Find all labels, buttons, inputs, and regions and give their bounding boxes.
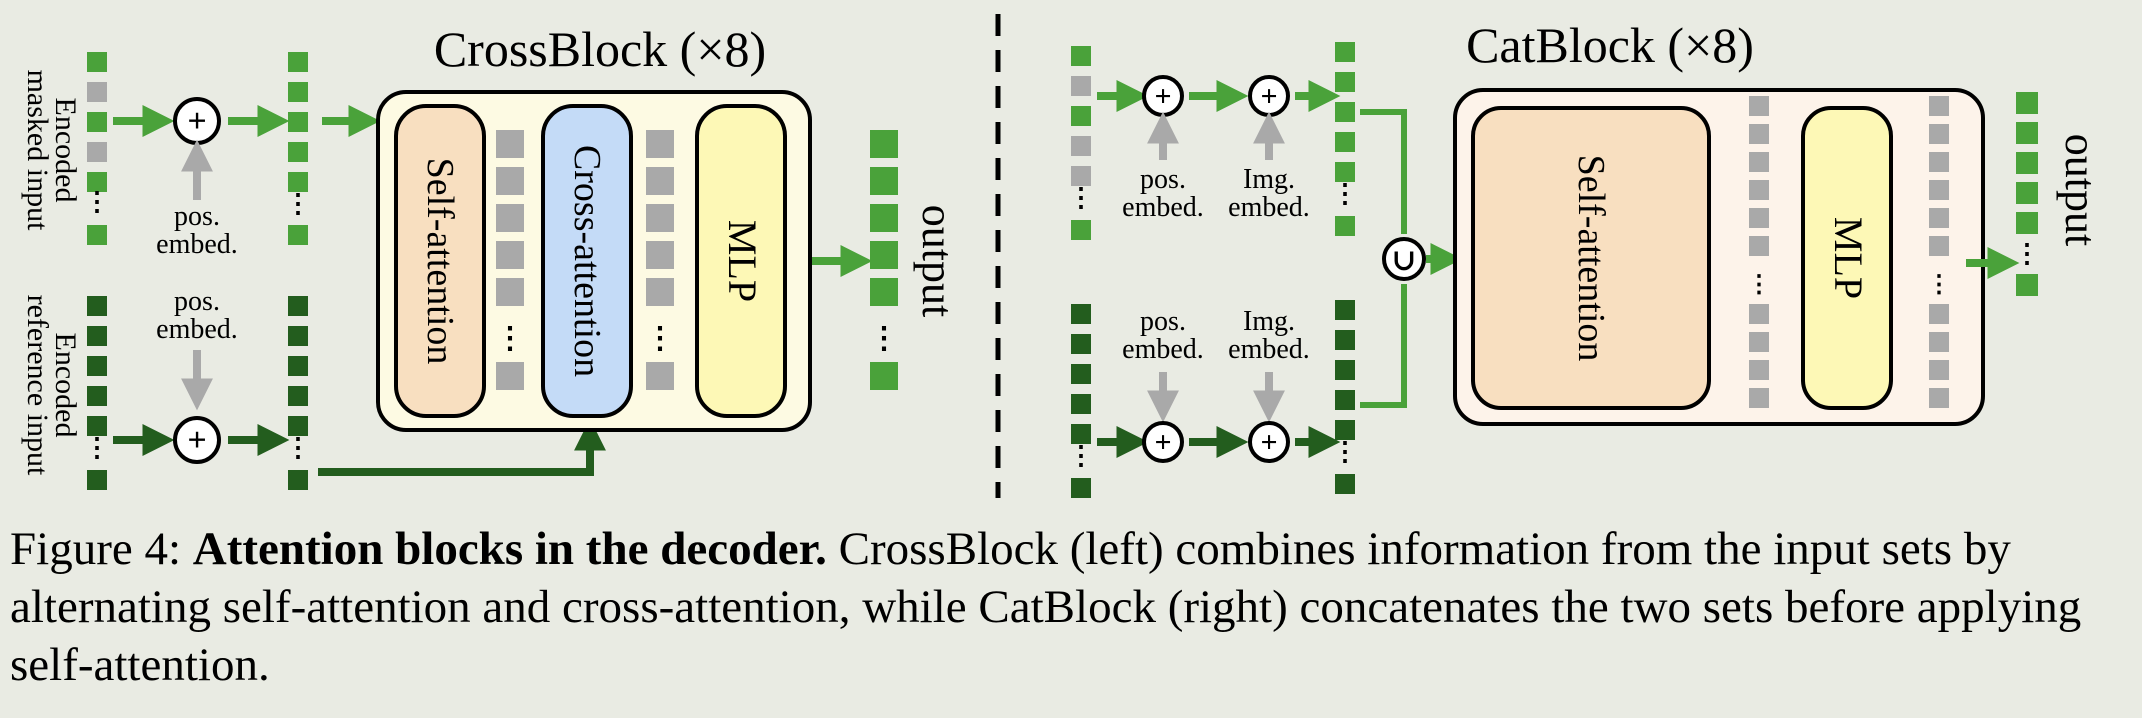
svg-text:pos.: pos. xyxy=(174,286,220,317)
union-operator: ∪ xyxy=(1382,237,1426,281)
reference-input-tokens: ⋮ xyxy=(84,296,110,490)
cat-pos-embed-top-label: pos. embed. xyxy=(1122,164,1204,223)
cat-block-output-tokens: ⋮ xyxy=(2014,92,2040,296)
svg-text:⋮: ⋮ xyxy=(2014,239,2040,268)
cat-masked-embedded-tokens: ⋮ xyxy=(1332,42,1358,236)
cat-add-pos-embed-bottom-operator: + xyxy=(1142,421,1184,463)
reference-input-label: Encoded reference input xyxy=(21,295,82,476)
svg-text:⋮: ⋮ xyxy=(869,322,899,355)
svg-text:+: + xyxy=(187,103,206,140)
svg-text:embed.: embed. xyxy=(1228,192,1310,223)
add-pos-embed-top-operator: + xyxy=(173,97,221,145)
cross-block-output-label: output xyxy=(913,205,962,317)
svg-text:pos.: pos. xyxy=(174,201,220,232)
svg-text:masked input: masked input xyxy=(21,70,54,231)
figure-label: Figure 4: xyxy=(10,523,193,575)
figure-caption-text: CrossBlock (left) combines information f… xyxy=(10,523,2082,691)
svg-text:Encoded: Encoded xyxy=(49,333,82,438)
pos-embed-top-label: pos. embed. xyxy=(156,201,238,260)
cross-attention-block: Cross-attention xyxy=(541,104,633,418)
intermediate-tokens-1: ⋮ xyxy=(495,130,525,390)
svg-text:reference input: reference input xyxy=(21,295,54,476)
figure-caption-title: Attention blocks in the decoder. xyxy=(192,523,827,575)
svg-text:Img.: Img. xyxy=(1243,164,1295,195)
svg-text:⋮: ⋮ xyxy=(1332,179,1358,208)
cat-add-pos-embed-top-operator: + xyxy=(1142,75,1184,117)
svg-text:⋮: ⋮ xyxy=(1332,437,1358,466)
cat-add-img-embed-bottom-operator: + xyxy=(1248,421,1290,463)
decoder-attention-diagram: CrossBlock (×8) Encoded masked input Enc… xyxy=(21,14,2105,498)
svg-text:⋮: ⋮ xyxy=(1747,272,1771,298)
svg-text:⋮: ⋮ xyxy=(285,189,311,218)
svg-text:Img.: Img. xyxy=(1243,306,1295,337)
svg-text:pos.: pos. xyxy=(1140,306,1186,337)
svg-text:⋮: ⋮ xyxy=(1068,441,1094,470)
svg-text:⋮: ⋮ xyxy=(84,433,110,462)
cat-intermediate-tokens-2: ⋮ xyxy=(1927,96,1951,408)
svg-text:embed.: embed. xyxy=(1228,334,1310,365)
svg-text:embed.: embed. xyxy=(156,314,238,345)
cat-img-embed-bottom-label: Img. embed. xyxy=(1228,306,1310,365)
reference-embedded-tokens: ⋮ xyxy=(285,296,311,490)
svg-text:⋮: ⋮ xyxy=(645,322,675,355)
cat-block-title: CatBlock (×8) xyxy=(1466,17,1754,73)
mlp-block-left: MLP xyxy=(695,104,787,418)
intermediate-tokens-2: ⋮ xyxy=(645,130,675,390)
masked-input-label: Encoded masked input xyxy=(21,70,82,231)
svg-text:pos.: pos. xyxy=(1140,164,1186,195)
svg-text:⋮: ⋮ xyxy=(1068,183,1094,212)
cat-img-embed-top-label: Img. embed. xyxy=(1228,164,1310,223)
svg-text:embed.: embed. xyxy=(156,229,238,260)
figure-caption: Figure 4: Attention blocks in the decode… xyxy=(10,520,2135,694)
svg-text:MLP: MLP xyxy=(1826,217,1871,299)
self-attention-block: Self-attention xyxy=(394,104,486,418)
cat-add-img-embed-top-operator: + xyxy=(1248,75,1290,117)
cat-block-output-label: output xyxy=(2056,134,2105,246)
svg-text:+: + xyxy=(1154,426,1171,459)
cat-reference-input-tokens: ⋮ xyxy=(1068,304,1094,498)
add-pos-embed-bottom-operator: + xyxy=(173,416,221,464)
cat-reference-embedded-tokens: ⋮ xyxy=(1332,300,1358,494)
cat-self-attention-block: Self-attention xyxy=(1471,106,1711,410)
svg-text:embed.: embed. xyxy=(1122,334,1204,365)
svg-text:+: + xyxy=(1260,80,1277,113)
svg-text:Self-attention: Self-attention xyxy=(1570,155,1612,362)
svg-text:Self-attention: Self-attention xyxy=(419,158,461,365)
masked-embedded-tokens: ⋮ xyxy=(285,52,311,245)
svg-text:⋮: ⋮ xyxy=(84,187,110,216)
cross-block-section: CrossBlock (×8) Encoded masked input Enc… xyxy=(21,21,962,490)
cat-mlp-block: MLP xyxy=(1801,106,1893,410)
cat-block-section: CatBlock (×8) ⋮ + pos. embed. + Img. xyxy=(1068,17,2105,498)
svg-text:Cross-attention: Cross-attention xyxy=(566,145,608,377)
cat-masked-input-tokens: ⋮ xyxy=(1068,46,1094,240)
cross-block-title: CrossBlock (×8) xyxy=(434,21,766,77)
cat-pos-embed-bottom-label: pos. embed. xyxy=(1122,306,1204,365)
svg-text:⋮: ⋮ xyxy=(285,433,311,462)
cat-intermediate-tokens-1: ⋮ xyxy=(1747,96,1771,408)
masked-input-tokens: ⋮ xyxy=(84,52,110,245)
svg-text:MLP: MLP xyxy=(720,220,765,302)
svg-text:⋮: ⋮ xyxy=(495,322,525,355)
svg-text:+: + xyxy=(187,422,206,459)
cross-block-output-tokens: ⋮ xyxy=(869,130,899,390)
svg-text:embed.: embed. xyxy=(1122,192,1204,223)
svg-text:∪: ∪ xyxy=(1391,244,1416,277)
pos-embed-bottom-label: pos. embed. xyxy=(156,286,238,345)
svg-text:+: + xyxy=(1154,80,1171,113)
svg-text:+: + xyxy=(1260,426,1277,459)
svg-text:⋮: ⋮ xyxy=(1927,272,1951,298)
svg-text:Encoded: Encoded xyxy=(49,98,82,203)
